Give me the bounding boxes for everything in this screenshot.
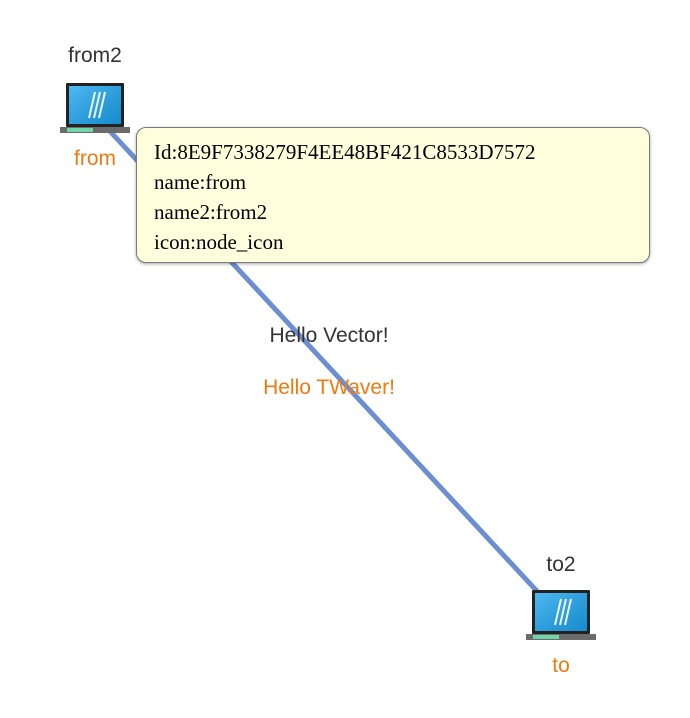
edge-label: Hello Vector! bbox=[269, 324, 389, 347]
node-tooltip: Id:8E9F7338279F4EE48BF421C8533D7572 name… bbox=[136, 127, 650, 263]
node-to[interactable] bbox=[525, 589, 597, 640]
tooltip-id: Id:8E9F7338279F4EE48BF421C8533D7572 bbox=[154, 140, 536, 164]
node-from-name: from bbox=[74, 147, 116, 170]
edge-label2: Hello TWaver! bbox=[263, 376, 395, 399]
laptop-icon bbox=[60, 83, 130, 133]
node-to-name2: to2 bbox=[546, 553, 576, 576]
node-from[interactable] bbox=[59, 82, 131, 133]
tooltip-icon: icon:node_icon bbox=[154, 230, 284, 254]
laptop-icon bbox=[526, 590, 596, 640]
node-from-name2: from2 bbox=[68, 44, 122, 67]
tooltip-name2: name2:from2 bbox=[154, 200, 268, 224]
tooltip-name: name:from bbox=[154, 170, 247, 194]
node-to-name: to bbox=[552, 654, 570, 677]
